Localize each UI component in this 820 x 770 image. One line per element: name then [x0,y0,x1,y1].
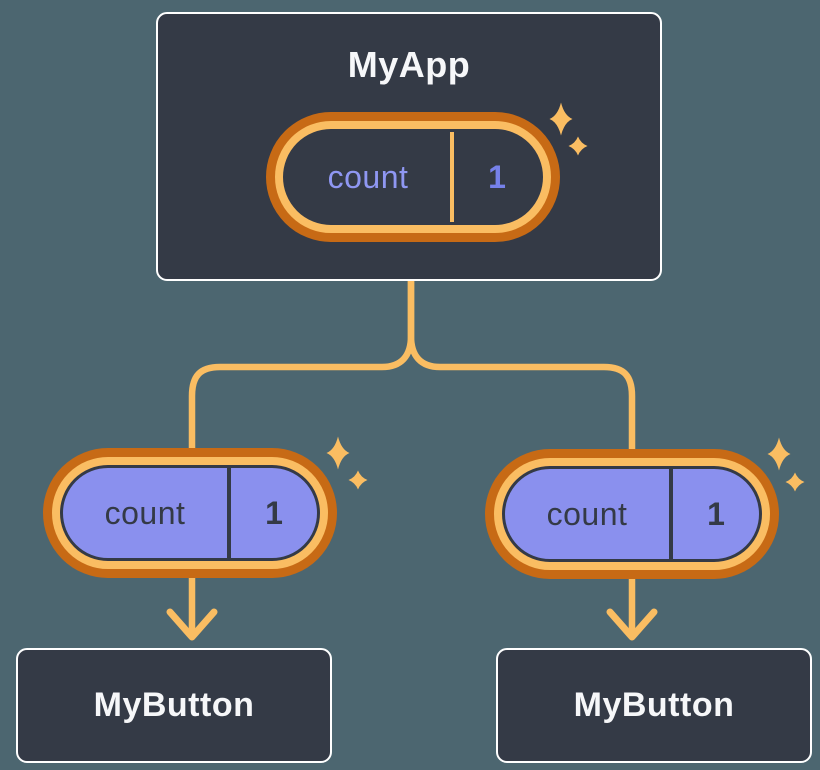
branch-line-right [407,281,636,633]
component-title: MyButton [573,686,735,724]
pill-divider [450,132,454,222]
prop-name: count [104,494,186,531]
prop-pill-left: count 1 [43,448,337,578]
arrow-down-icon [606,608,658,641]
state-value: 1 [488,158,506,195]
prop-value: 1 [265,494,283,531]
component-box-mybutton-right: MyButton [496,648,812,763]
component-box-mybutton-left: MyButton [16,648,332,763]
state-pill-root: count 1 [266,112,560,242]
pill-divider [669,469,673,559]
pill-divider [227,468,231,558]
prop-pill-right: count 1 [485,449,779,579]
arrow-down-icon [166,608,218,641]
prop-value: 1 [707,495,725,532]
component-title: MyButton [93,686,255,724]
state-name: count [327,158,409,195]
prop-name: count [546,495,628,532]
component-title: MyApp [347,44,471,85]
